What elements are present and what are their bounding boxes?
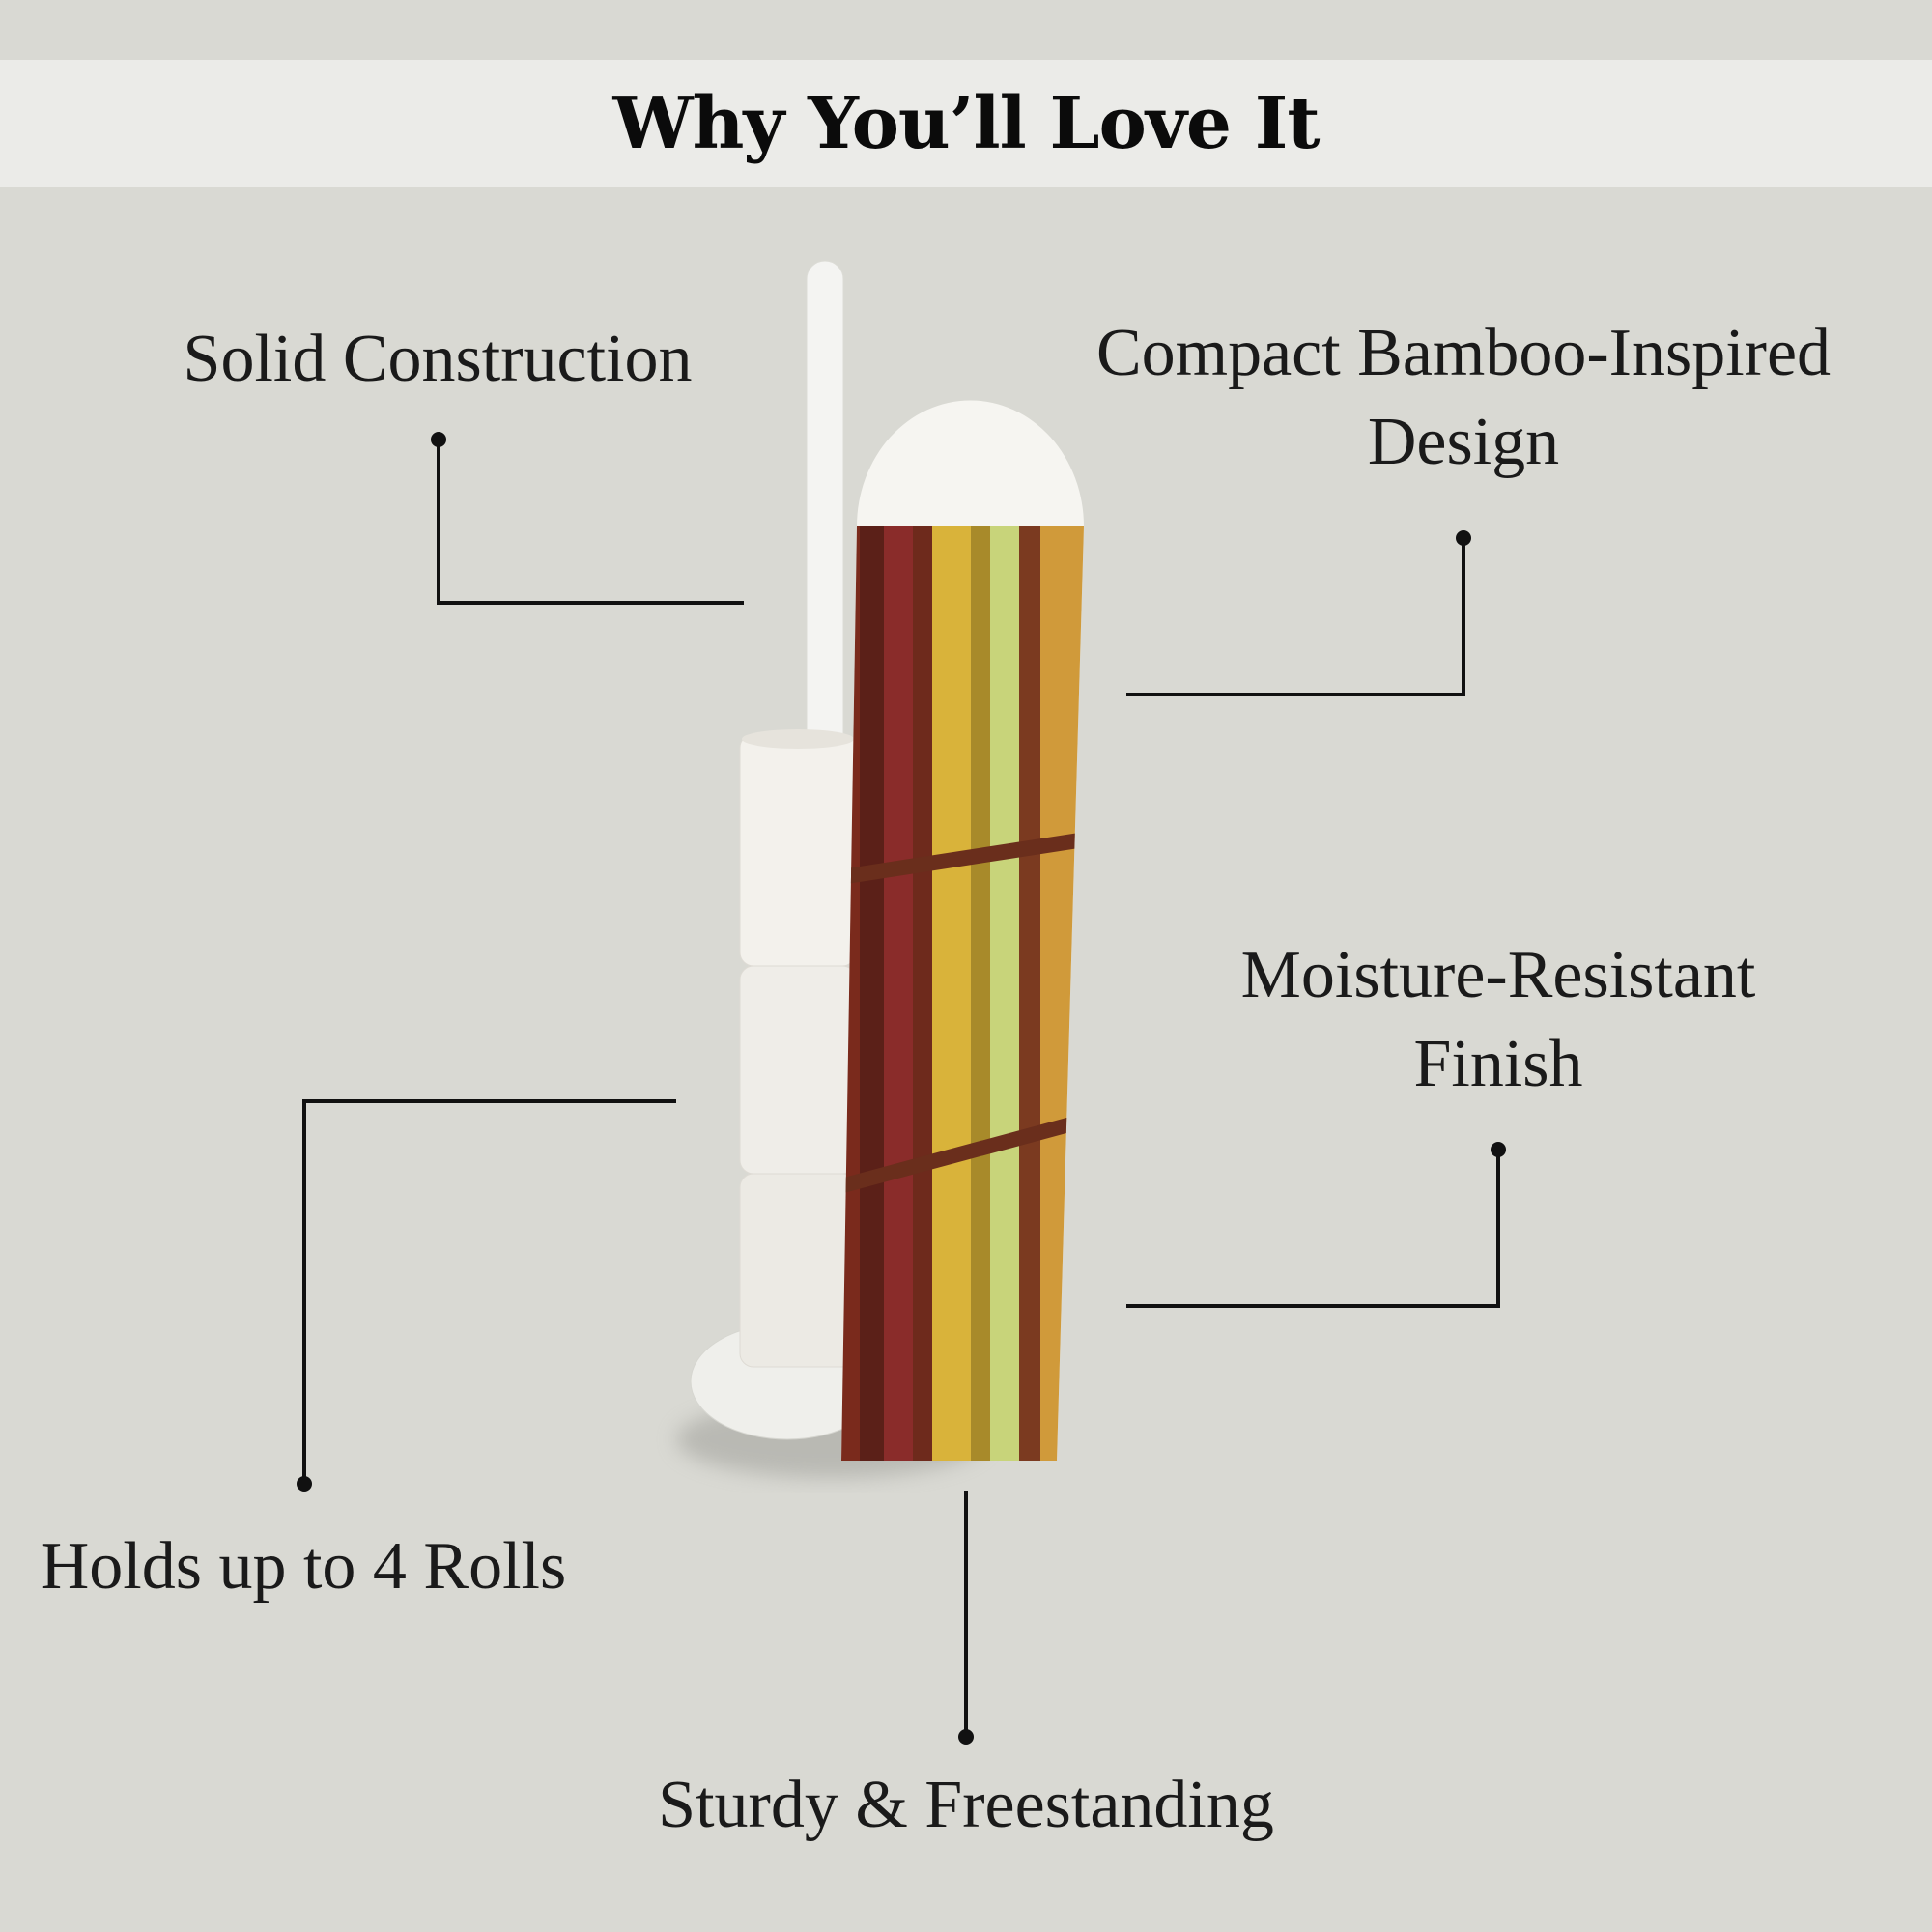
page-title: Why You’ll Love It bbox=[612, 82, 1321, 165]
callout-dots bbox=[297, 432, 1506, 1745]
feature-solid-construction: Solid Construction bbox=[183, 322, 693, 396]
feature-line: Moisture-Resistant bbox=[1240, 938, 1756, 1012]
callout-lines bbox=[302, 440, 1500, 1737]
toilet-paper-rolls bbox=[739, 729, 857, 1368]
feature-line: Compact Bamboo-Inspired bbox=[1095, 316, 1832, 390]
feature-compact-design: Compact Bamboo-Inspired Design bbox=[1096, 309, 1831, 487]
header-band bbox=[0, 60, 1932, 187]
feature-holds-rolls: Holds up to 4 Rolls bbox=[40, 1529, 567, 1604]
bamboo-panel bbox=[841, 400, 1084, 1461]
feature-line: Design bbox=[1367, 405, 1560, 479]
feature-sturdy-freestanding: Sturdy & Freestanding bbox=[658, 1768, 1274, 1842]
feature-moisture-resistant: Moisture-Resistant Finish bbox=[1241, 931, 1756, 1109]
rod bbox=[806, 260, 844, 754]
feature-line: Finish bbox=[1413, 1027, 1583, 1101]
